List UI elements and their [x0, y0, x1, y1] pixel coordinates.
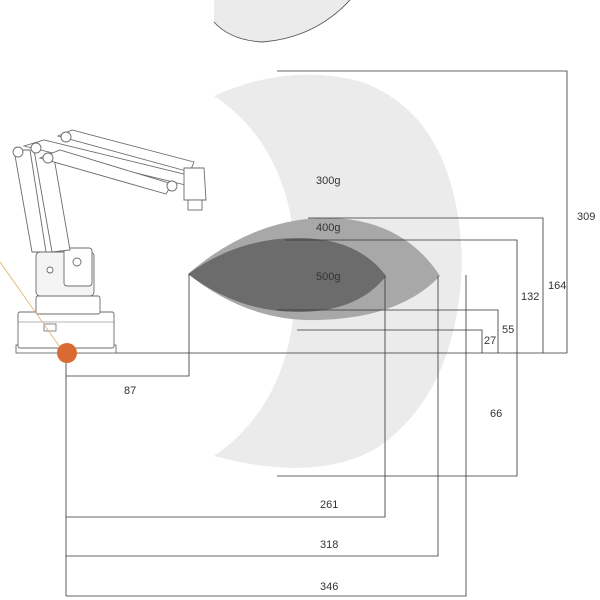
dim-318-bracket — [66, 276, 439, 557]
dim-66-label: 66 — [490, 408, 502, 420]
zone-400g-label: 400g — [316, 222, 340, 234]
dim-55-bracket — [277, 309, 499, 353]
robot-arm-icon — [0, 129, 207, 354]
dim-87-bracket — [66, 274, 190, 377]
dim-27-bracket — [297, 329, 483, 353]
dim-164-bracket — [308, 217, 544, 353]
origin-marker-icon — [57, 343, 77, 363]
dim-346-label: 346 — [320, 581, 338, 593]
upper-reach-arc — [213, 0, 351, 43]
dim-164-label: 164 — [548, 280, 566, 292]
dim-132-label: 132 — [521, 291, 539, 303]
dim-261-label: 261 — [320, 499, 338, 511]
dim-346-bracket — [66, 275, 467, 597]
dim-27-label: 27 — [484, 335, 496, 347]
dim-87-label: 87 — [124, 385, 136, 397]
dim-55-label: 55 — [502, 324, 514, 336]
dim-261-bracket — [66, 276, 386, 518]
zone-300g-label: 300g — [316, 175, 340, 187]
dim-309-label: 309 — [577, 211, 595, 223]
dim-309-bracket — [277, 70, 568, 353]
zone-500g-region — [188, 238, 386, 312]
zone-500g-label: 500g — [316, 271, 340, 283]
dim-132-bracket — [277, 239, 518, 477]
dim-318-label: 318 — [320, 539, 338, 551]
